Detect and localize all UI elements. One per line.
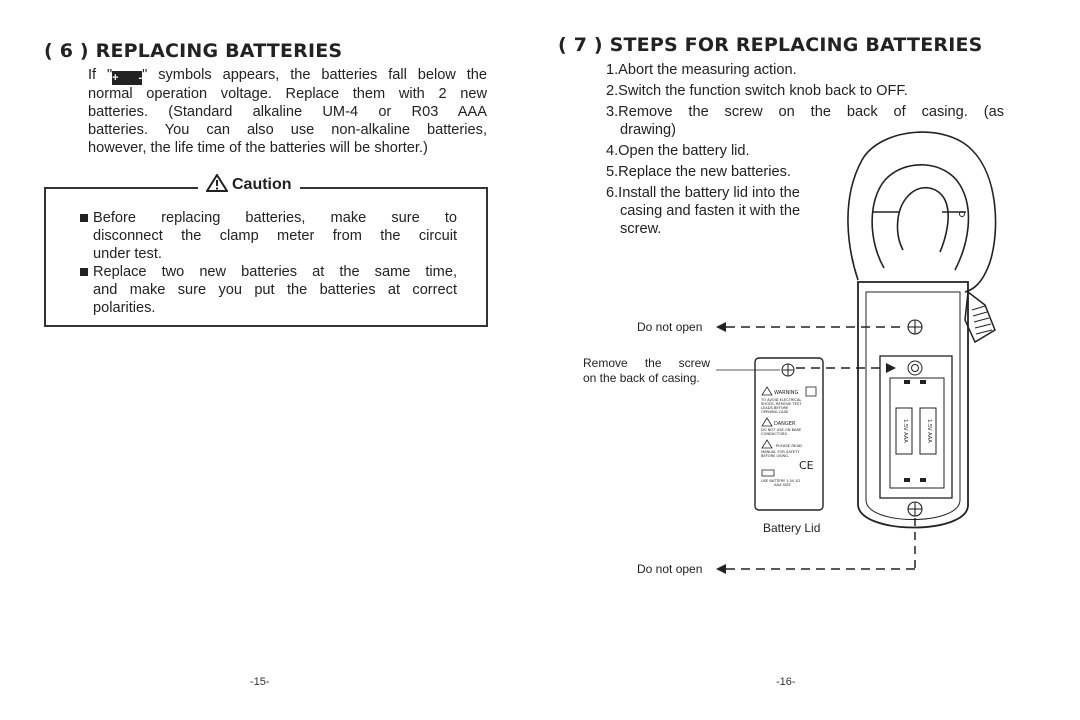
step-3: 3.Remove the screw on the back of casing…	[606, 104, 1004, 138]
intro-line-3: batteries. (Standard alkaline UM-4 or R0…	[88, 104, 487, 120]
section-7-heading: ( 7 ) STEPS FOR REPLACING BATTERIES	[558, 34, 983, 56]
bullet-square-icon	[80, 268, 88, 276]
step-2: 2.Switch the function switch knob back t…	[606, 83, 908, 99]
svg-text:WARNING: WARNING	[774, 390, 799, 396]
svg-text:BEFORE USING.: BEFORE USING.	[761, 454, 789, 458]
page-number-left: -15-	[250, 676, 270, 688]
svg-text:CONDUCTORS.: CONDUCTORS.	[761, 432, 788, 436]
intro-line-4: batteries. You can also use non-alkaline…	[88, 122, 487, 138]
svg-text:USE BATTERY 1.5V X2: USE BATTERY 1.5V X2	[761, 479, 800, 483]
svg-text:CE: CE	[799, 459, 814, 472]
label-battery-lid: Battery Lid	[763, 521, 821, 535]
battery-lid	[754, 357, 824, 511]
svg-text:DO NOT USE ON BARE: DO NOT USE ON BARE	[761, 428, 802, 432]
battery-icon: + -	[112, 71, 143, 85]
svg-text:OPENING CASE.: OPENING CASE.	[761, 410, 789, 414]
caution-item-2: Replace two new batteries at the same ti…	[80, 263, 457, 317]
battery-cell-1	[895, 407, 913, 455]
step-4: 4.Open the battery lid.	[606, 143, 750, 159]
intro-line-2: normal operation voltage. Replace them w…	[88, 86, 487, 102]
intro-line-5: however, the life time of the batteries …	[88, 140, 428, 156]
intro-paragraph: If "+ -" symbols appears, the batteries …	[88, 66, 487, 157]
svg-text:LEADS BEFORE: LEADS BEFORE	[761, 406, 789, 410]
svg-text:TO AVOID ELECTRICAL: TO AVOID ELECTRICAL	[760, 398, 801, 402]
svg-text:1.5V AAA: 1.5V AAA	[926, 419, 932, 443]
clamp-meter-diagram: 1.5V AAA 1.5V AAA WARNING TO AVOID ELECT…	[716, 131, 997, 574]
label-remove-screw-2: on the back of casing.	[583, 371, 700, 385]
step-5: 5.Replace the new batteries.	[606, 164, 791, 180]
label-do-not-open-top: Do not open	[637, 320, 703, 334]
clamp-jaws	[847, 131, 997, 293]
warning-triangle-icon	[205, 173, 229, 192]
bullet-square-icon	[80, 214, 88, 222]
intro-line-1: If "+ -" symbols appears, the batteries …	[88, 67, 487, 85]
svg-text:DANGER: DANGER	[774, 421, 796, 427]
lid-screw	[781, 363, 795, 377]
battery-compartment	[879, 355, 953, 499]
page-number-right: -16-	[776, 676, 796, 688]
caution-title: Caution	[198, 173, 300, 194]
meter-body	[857, 281, 969, 529]
clamp-trigger	[964, 290, 996, 344]
svg-text:MANUAL FOR SAFETY: MANUAL FOR SAFETY	[761, 450, 800, 454]
section-6-heading: ( 6 ) REPLACING BATTERIES	[44, 40, 343, 62]
svg-text:PLEASE READ: PLEASE READ	[776, 443, 802, 448]
caution-item-1: Before replacing batteries, make sure to…	[80, 209, 457, 263]
svg-text:SHOCK, REMOVE TEST: SHOCK, REMOVE TEST	[761, 402, 802, 406]
label-do-not-open-bottom: Do not open	[637, 562, 703, 576]
screw-top	[907, 319, 923, 335]
battery-cell-2	[919, 407, 937, 455]
label-remove-screw-1: Remove the screw	[583, 356, 710, 370]
svg-text:1.5V AAA: 1.5V AAA	[902, 419, 908, 443]
screw-bottom	[907, 501, 923, 517]
svg-text:AAA SIZE: AAA SIZE	[774, 483, 792, 487]
step-6: 6.Install the battery lid into the casin…	[606, 185, 801, 237]
step-1: 1.Abort the measuring action.	[606, 62, 797, 78]
